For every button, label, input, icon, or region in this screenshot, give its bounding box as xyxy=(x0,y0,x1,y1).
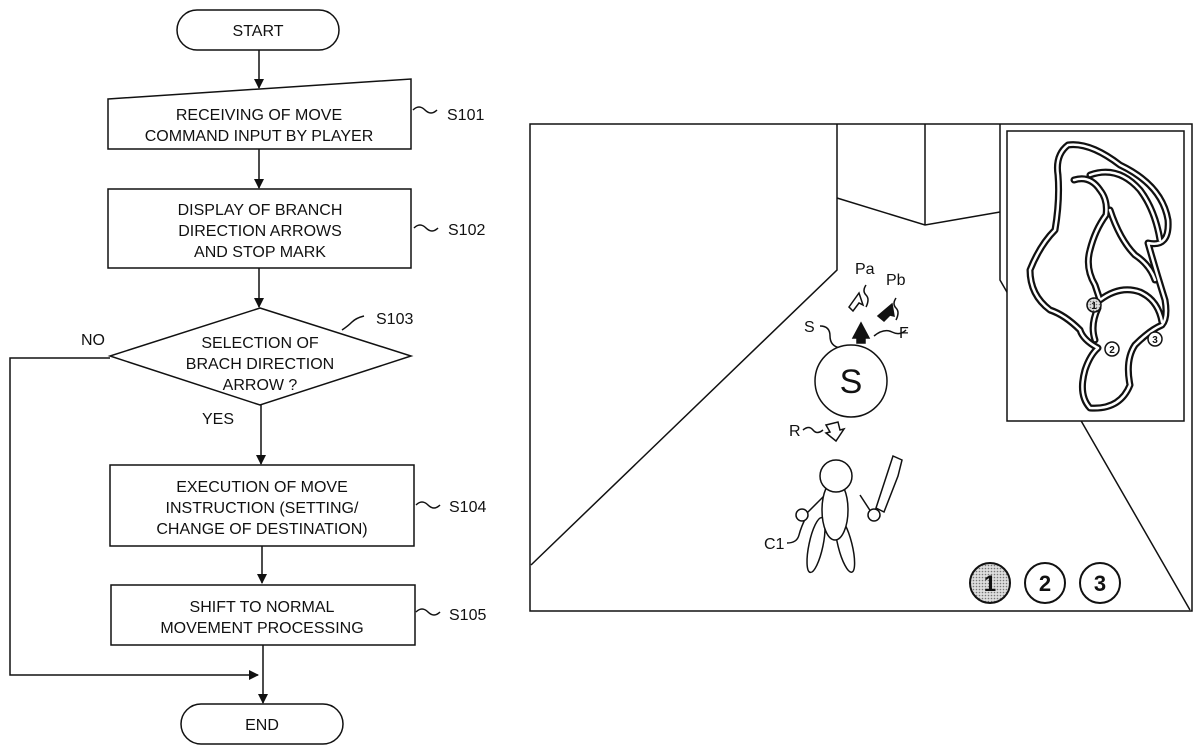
s102-id: S102 xyxy=(448,222,485,239)
s103-line-2: BRACH DIRECTION xyxy=(186,356,334,373)
s105-id: S105 xyxy=(449,607,486,624)
s104-line-3: CHANGE OF DESTINATION) xyxy=(156,521,367,538)
destination-button-2-label: 2 xyxy=(1039,571,1051,596)
minimap-marker-1-label: 1 xyxy=(1091,301,1097,312)
label-pa: Pa xyxy=(855,261,875,278)
s102-line-2: DIRECTION ARROWS xyxy=(178,223,342,240)
label-s: S xyxy=(804,319,815,336)
s101-id: S101 xyxy=(447,107,484,124)
label-f: F xyxy=(899,325,909,342)
stop-mark-label: S xyxy=(840,363,863,401)
s104-id: S104 xyxy=(449,499,486,516)
s105-line-1: SHIFT TO NORMAL xyxy=(190,599,335,616)
destination-button-3-label: 3 xyxy=(1094,571,1106,596)
label-r: R xyxy=(789,423,801,440)
label-pb: Pb xyxy=(886,272,906,289)
s104-line-1: EXECUTION OF MOVE xyxy=(176,479,348,496)
minimap-marker-2-label: 2 xyxy=(1109,345,1115,356)
end-label: END xyxy=(245,717,279,734)
destination-button-1-label: 1 xyxy=(984,571,996,596)
yes-label: YES xyxy=(202,411,234,428)
start-label: START xyxy=(233,23,284,40)
no-label: NO xyxy=(81,332,105,349)
s105-line-2: MOVEMENT PROCESSING xyxy=(160,620,363,637)
s102-line-3: AND STOP MARK xyxy=(194,244,326,261)
s101-line-1: RECEIVING OF MOVE xyxy=(176,107,342,124)
s103-id: S103 xyxy=(376,311,413,328)
s103-line-1: SELECTION OF xyxy=(201,335,319,352)
s102-line-1: DISPLAY OF BRANCH xyxy=(178,202,343,219)
minimap-marker-3-label: 3 xyxy=(1152,335,1158,346)
s104-line-2: INSTRUCTION (SETTING/ xyxy=(166,500,359,517)
label-c1: C1 xyxy=(764,536,785,553)
s103-line-3: ARROW ? xyxy=(223,377,298,394)
s101-line-2: COMMAND INPUT BY PLAYER xyxy=(145,128,374,145)
